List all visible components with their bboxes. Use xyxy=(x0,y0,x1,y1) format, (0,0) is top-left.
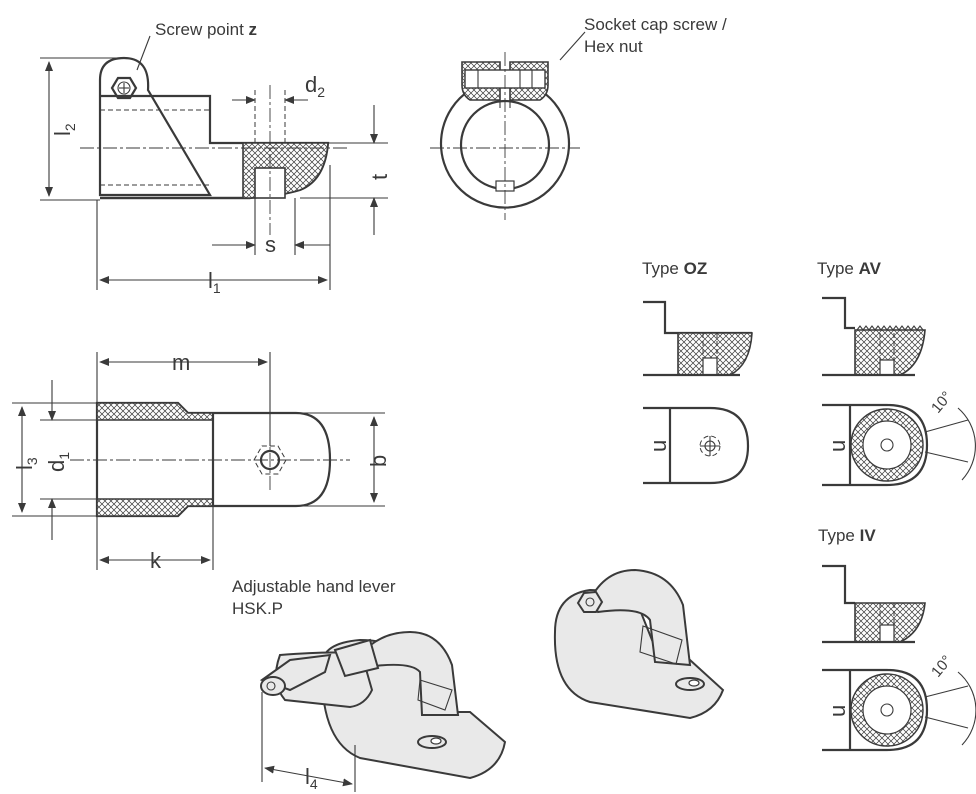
type-av-label: Type AV xyxy=(817,259,882,278)
dim-l1: l1 xyxy=(208,268,221,296)
dim-l2: l2 xyxy=(50,123,78,136)
type-oz-detail xyxy=(643,300,753,485)
screw-point-label: Screw point z xyxy=(155,20,257,39)
type-oz-label: Type OZ xyxy=(642,259,707,278)
type-iv-label: Type IV xyxy=(818,526,876,545)
lever-label: Adjustable hand lever xyxy=(232,577,396,596)
isometric-view-with-lever xyxy=(259,630,507,792)
front-view xyxy=(430,31,586,220)
angle-iv: 10° xyxy=(928,652,956,680)
top-view xyxy=(12,352,385,570)
dim-u-oz: u xyxy=(646,440,671,452)
dim-l4: l4 xyxy=(305,764,318,792)
isometric-view xyxy=(553,568,725,720)
dim-s: s xyxy=(265,232,276,257)
dim-u-av: u xyxy=(825,440,850,452)
dim-k: k xyxy=(150,548,162,573)
dim-d2: d2 xyxy=(305,72,325,100)
dim-t: t xyxy=(367,174,392,180)
side-view xyxy=(40,35,388,290)
dim-m: m xyxy=(172,350,190,375)
type-av-detail xyxy=(822,296,976,487)
angle-av: 10° xyxy=(928,388,956,416)
lever-model-label: HSK.P xyxy=(232,599,283,618)
dim-l3: l3 xyxy=(12,457,40,470)
hex-nut-label: Hex nut xyxy=(584,37,643,56)
dim-b: b xyxy=(366,455,391,467)
type-iv-detail xyxy=(822,564,976,752)
dim-d1: d1 xyxy=(44,452,72,472)
hex-screw-head-icon xyxy=(110,76,138,100)
socket-cap-screw-label: Socket cap screw / xyxy=(584,15,727,34)
dim-u-iv: u xyxy=(825,705,850,717)
